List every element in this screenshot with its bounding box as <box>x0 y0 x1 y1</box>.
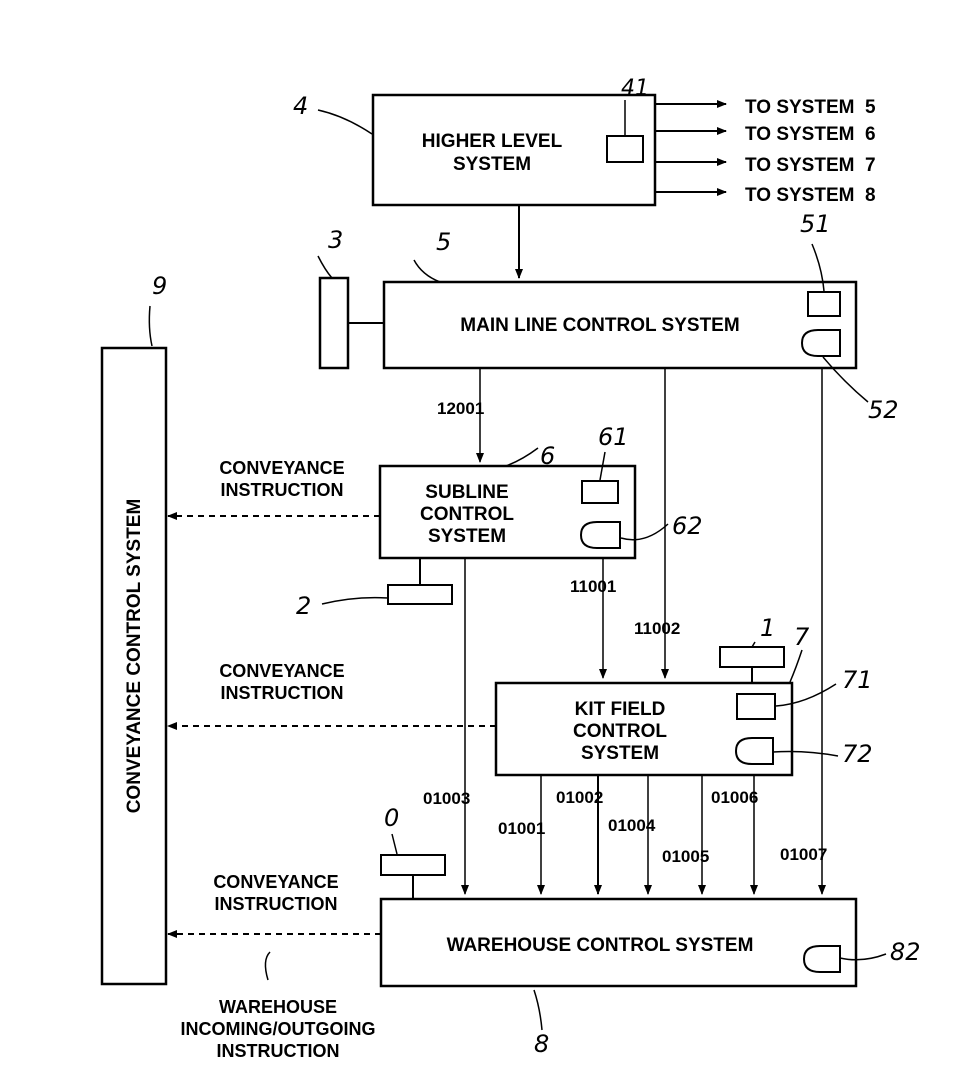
subline-control-block: SUBLINE CONTROL SYSTEM 61 62 6 2 <box>296 423 703 620</box>
ref-0: 0 <box>384 804 399 832</box>
conveyance-instruction-3-l2: INSTRUCTION <box>215 894 338 914</box>
code-01007: 01007 <box>780 845 827 864</box>
ref-52: 52 <box>868 396 899 424</box>
higher-level-unit-41 <box>607 136 643 162</box>
leader-7 <box>790 650 802 682</box>
conveyance-instruction-2-l1: CONVEYANCE <box>219 661 344 681</box>
kit-field-control-block: KIT FIELD CONTROL SYSTEM 71 72 7 1 <box>496 614 873 775</box>
warehouse-instruction-l2: INCOMING/OUTGOING <box>181 1019 376 1039</box>
main-line-unit-51 <box>808 292 840 316</box>
leader-warehouse-instruction <box>265 952 270 980</box>
ref-62: 62 <box>672 512 703 540</box>
ref-7: 7 <box>794 623 810 651</box>
conveyance-title: CONVEYANCE CONTROL SYSTEM <box>124 499 145 814</box>
subline-unit-61 <box>582 481 618 503</box>
code-01003: 01003 <box>423 789 470 808</box>
subline-title-3: SYSTEM <box>428 526 506 547</box>
output-arrows: TO SYSTEM 5 TO SYSTEM 6 TO SYSTEM 7 TO S… <box>655 97 876 206</box>
leader-0 <box>392 834 397 854</box>
higher-level-title-1: HIGHER LEVEL <box>422 131 563 152</box>
terminal-1 <box>720 647 784 667</box>
code-01002: 01002 <box>556 788 603 807</box>
subline-title-1: SUBLINE <box>425 482 508 503</box>
main-line-control-block: MAIN LINE CONTROL SYSTEM 51 52 5 3 <box>318 210 899 424</box>
code-01001: 01001 <box>498 819 545 838</box>
ref-6: 6 <box>540 442 555 470</box>
code-12001: 12001 <box>437 399 484 418</box>
ref-9: 9 <box>152 272 167 300</box>
ref-5: 5 <box>436 228 451 256</box>
terminal-0 <box>381 855 445 875</box>
kit-field-title-1: KIT FIELD <box>575 699 666 720</box>
to-system-6-label: TO SYSTEM 6 <box>745 124 876 145</box>
main-line-unit-52 <box>802 330 840 356</box>
warehouse-instruction-l1: WAREHOUSE <box>219 997 337 1017</box>
code-11001: 11001 <box>570 577 616 596</box>
warehouse-title: WAREHOUSE CONTROL SYSTEM <box>447 935 754 956</box>
warehouse-unit-82 <box>804 946 840 972</box>
warehouse-control-block: WAREHOUSE CONTROL SYSTEM 82 8 0 <box>381 804 921 1058</box>
ref-4: 4 <box>293 92 308 120</box>
warehouse-instruction-l3: INSTRUCTION <box>217 1041 340 1061</box>
conveyance-instruction-3-l1: CONVEYANCE <box>213 872 338 892</box>
ref-3: 3 <box>328 226 343 254</box>
subline-unit-62 <box>581 522 620 548</box>
leader-6 <box>506 448 538 466</box>
leader-3 <box>318 256 332 278</box>
ref-71: 71 <box>842 666 873 694</box>
code-01005: 01005 <box>662 847 709 866</box>
ref-82: 82 <box>890 938 921 966</box>
code-01006: 01006 <box>711 788 758 807</box>
ref-72: 72 <box>842 740 873 768</box>
terminal-3 <box>320 278 348 368</box>
terminal-2 <box>388 585 452 604</box>
kit-field-unit-71 <box>737 694 775 719</box>
leader-2 <box>322 598 388 604</box>
conveyance-instruction-2-l2: INSTRUCTION <box>221 683 344 703</box>
to-system-7-label: TO SYSTEM 7 <box>745 155 876 176</box>
leader-9 <box>149 306 152 346</box>
ref-1: 1 <box>760 614 775 642</box>
ref-8: 8 <box>534 1030 549 1058</box>
conveyance-instruction-1-l2: INSTRUCTION <box>221 480 344 500</box>
conveyance-instruction-1-l1: CONVEYANCE <box>219 458 344 478</box>
code-01004: 01004 <box>608 816 656 835</box>
ref-2: 2 <box>296 592 311 620</box>
kit-field-title-2: CONTROL <box>573 721 667 742</box>
ref-61: 61 <box>598 423 629 451</box>
ref-41: 41 <box>621 76 649 101</box>
kit-field-unit-72 <box>736 738 773 764</box>
kit-field-title-3: SYSTEM <box>581 743 659 764</box>
subline-title-2: CONTROL <box>420 504 514 525</box>
code-11002: 11002 <box>634 619 680 638</box>
main-line-title: MAIN LINE CONTROL SYSTEM <box>460 315 739 336</box>
higher-level-title-2: SYSTEM <box>453 154 531 175</box>
leader-5 <box>414 260 440 282</box>
leader-4 <box>318 110 372 134</box>
leader-8 <box>534 990 542 1030</box>
to-system-5-label: TO SYSTEM 5 <box>745 97 876 118</box>
ref-51: 51 <box>800 210 831 238</box>
conveyance-control-block: CONVEYANCE CONTROL SYSTEM 9 <box>102 272 167 984</box>
to-system-8-label: TO SYSTEM 8 <box>745 185 876 206</box>
higher-level-system-block: HIGHER LEVEL SYSTEM 41 4 <box>293 76 655 205</box>
